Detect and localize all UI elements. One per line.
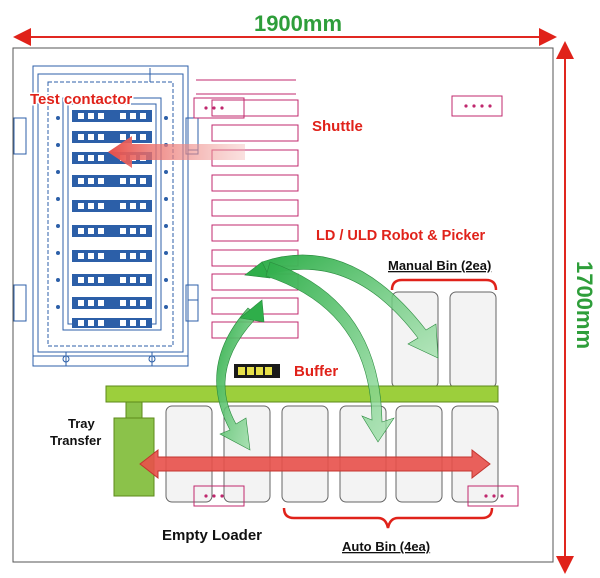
socket-row xyxy=(72,297,152,309)
socket-row xyxy=(72,110,152,122)
tray-transfer-label-line1: Tray xyxy=(68,416,96,431)
socket-row xyxy=(72,318,152,328)
tray-transfer-unit xyxy=(113,401,155,497)
robot-arrow-auto xyxy=(265,261,395,443)
auto-bin-tray xyxy=(281,405,329,503)
width-label: 1900mm xyxy=(254,11,342,36)
empty-loader-tray xyxy=(165,405,213,503)
socket-row xyxy=(72,131,152,143)
loader-plate-holes xyxy=(204,494,504,498)
socket-row xyxy=(72,225,152,237)
robot-arrows xyxy=(216,254,439,451)
robot-arrow-loader xyxy=(216,307,259,451)
manual-bin-bracket xyxy=(390,278,498,291)
robot-arrow-return xyxy=(244,261,271,279)
tray-transfer-label-line2: Transfer xyxy=(50,433,101,448)
tray-rail xyxy=(105,385,499,403)
shuttle-plate-holes xyxy=(204,104,492,110)
loader-plates xyxy=(193,485,519,507)
robot-arrow-buffer xyxy=(239,299,265,323)
height-label: 1700mm xyxy=(572,261,597,349)
manual-bin-tray xyxy=(449,291,497,389)
loader-trays xyxy=(165,405,499,503)
manual-bins xyxy=(391,291,497,389)
empty-loader-label: Empty Loader xyxy=(162,527,262,544)
tray-transfer-arrow xyxy=(139,448,491,480)
width-dimension: 1900mm xyxy=(13,10,557,46)
buffer-label: Buffer xyxy=(294,363,338,380)
auto-bin-label: Auto Bin (4ea) xyxy=(342,539,430,554)
socket-grid xyxy=(72,110,152,328)
machine-outline xyxy=(12,47,554,563)
manual-bin-label: Manual Bin (2ea) xyxy=(388,258,491,273)
auto-bin-tray xyxy=(395,405,443,503)
height-dimension: 1700mm xyxy=(556,41,599,574)
robot-picker-label: LD / ULD Robot & Picker xyxy=(316,228,486,244)
socket-row xyxy=(72,250,152,262)
test-contactor-label: Test contactor xyxy=(30,91,132,108)
shuttle-arrow xyxy=(108,136,245,168)
shuttle-label: Shuttle xyxy=(312,118,363,135)
auto-bin-bracket xyxy=(282,507,494,529)
test-contactor-area xyxy=(13,65,199,367)
socket-row xyxy=(72,175,152,187)
socket-row xyxy=(72,200,152,212)
socket-row xyxy=(72,274,152,286)
contactor-side-markers xyxy=(56,116,168,309)
buffer xyxy=(234,364,280,378)
